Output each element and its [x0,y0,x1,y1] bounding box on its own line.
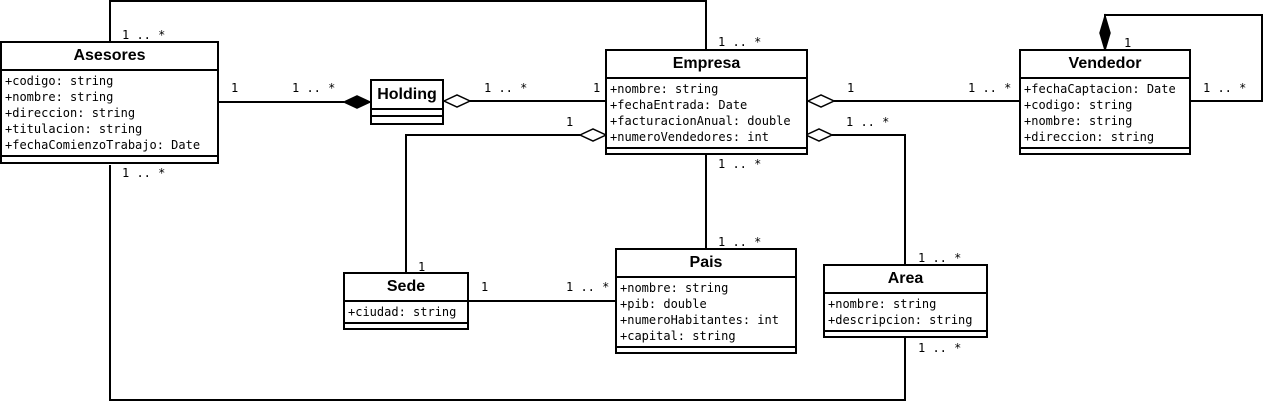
class-attribute: +ciudad: string [348,305,457,319]
multiplicity-label: 1 .. * [718,235,762,249]
multiplicity-label: 1 .. * [122,28,166,42]
class-asesores-operations [2,157,217,163]
multiplicity-label: 1 .. * [566,280,610,294]
empresa-area-line [832,134,906,265]
asesores-empresa-top-line [109,0,707,50]
class-sede-title: Sede [345,274,467,302]
empresa-sede-line [405,134,580,273]
multiplicity-label: 1 [847,81,855,95]
class-vendedor-attributes: +fechaCaptacion: Date +codigo: string +n… [1021,79,1189,149]
multiplicity-label: 1 .. * [484,81,528,95]
class-asesores[interactable]: Asesores +codigo: string +nombre: string… [0,41,219,164]
class-attribute: +pib: double [620,297,707,311]
class-attribute: +fechaCaptacion: Date [1024,82,1176,96]
multiplicity-label: 1 .. * [718,35,762,49]
multiplicity-label: 1 [1124,36,1132,50]
class-sede-operations [345,324,467,330]
class-empresa-attributes: +nombre: string +fechaEntrada: Date +fac… [607,79,806,149]
multiplicity-label: 1 [593,81,601,95]
class-attribute: +nombre: string [610,82,719,96]
class-holding-operations [372,117,442,123]
class-attribute: +nombre: string [1024,114,1133,128]
class-attribute: +fechaEntrada: Date [610,98,748,112]
class-area-title: Area [825,266,986,294]
class-attribute: +descripcion: string [828,313,973,327]
class-attribute: +fechaComienzoTrabajo: Date [5,138,201,152]
vendedor-self-composition-diamond [1099,13,1111,53]
multiplicity-label: 1 [481,280,489,294]
class-attribute: +numeroVendedores: int [610,130,769,144]
empresa-sede-aggregation-diamond [578,128,608,142]
class-attribute: +capital: string [620,329,736,343]
class-attribute: +direccion: string [5,106,136,120]
multiplicity-label: 1 .. * [718,157,762,171]
class-pais-title: Pais [617,250,795,278]
empresa-vendedor-aggregation-diamond [806,94,836,108]
multiplicity-label: 1 [418,260,426,274]
class-attribute: +codigo: string [5,74,114,88]
class-vendedor-operations [1021,149,1189,155]
multiplicity-label: 1 .. * [1203,81,1247,95]
class-sede-attributes: +ciudad: string [345,302,467,324]
multiplicity-label: 1 [566,115,574,129]
multiplicity-label: 1 .. * [968,81,1012,95]
holding-composition-diamond [342,95,372,109]
class-pais-attributes: +nombre: string +pib: double +numeroHabi… [617,278,795,348]
class-sede[interactable]: Sede +ciudad: string [343,272,469,330]
multiplicity-label: 1 .. * [918,341,962,355]
multiplicity-label: 1 .. * [292,81,336,95]
class-attribute: +facturacionAnual: double [610,114,791,128]
multiplicity-label: 1 .. * [918,251,962,265]
class-asesores-attributes: +codigo: string +nombre: string +direcci… [2,71,217,157]
class-holding-attributes [372,110,442,117]
empresa-area-aggregation-diamond [804,128,834,142]
asesores-area-bottom-line [109,165,906,401]
multiplicity-label: 1 [231,81,239,95]
class-area-operations [825,332,986,338]
class-empresa-operations [607,149,806,155]
class-attribute: +nombre: string [828,297,937,311]
multiplicity-label: 1 .. * [122,166,166,180]
class-attribute: +titulacion: string [5,122,143,136]
class-holding-title: Holding [372,81,442,110]
class-attribute: +nombre: string [5,90,114,104]
class-attribute: +direccion: string [1024,130,1155,144]
class-vendedor-title: Vendedor [1021,51,1189,79]
holding-aggregation-diamond [442,94,472,108]
class-pais-operations [617,348,795,354]
class-area[interactable]: Area +nombre: string +descripcion: strin… [823,264,988,338]
class-empresa[interactable]: Empresa +nombre: string +fechaEntrada: D… [605,49,808,155]
multiplicity-label: 1 .. * [846,115,890,129]
class-attribute: +numeroHabitantes: int [620,313,779,327]
class-attribute: +codigo: string [1024,98,1133,112]
class-asesores-title: Asesores [2,43,217,71]
class-empresa-title: Empresa [607,51,806,79]
class-pais[interactable]: Pais +nombre: string +pib: double +numer… [615,248,797,354]
class-vendedor[interactable]: Vendedor +fechaCaptacion: Date +codigo: … [1019,49,1191,155]
class-area-attributes: +nombre: string +descripcion: string [825,294,986,332]
class-holding[interactable]: Holding [370,79,444,125]
class-attribute: +nombre: string [620,281,729,295]
